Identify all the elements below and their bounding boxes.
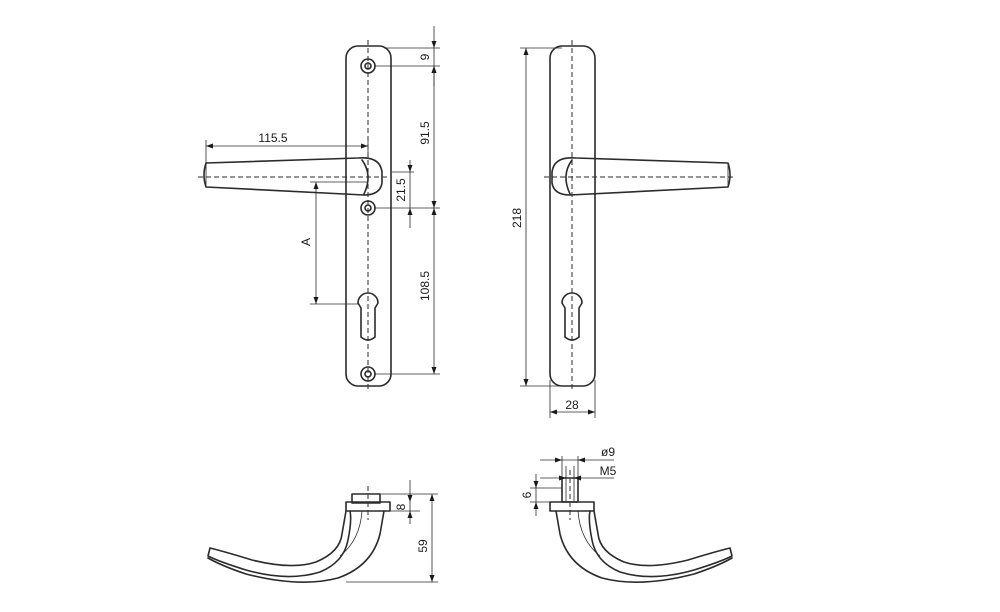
dim-screw-thread-label: M5 (600, 464, 617, 478)
side-cylinder-keyhole (561, 292, 583, 341)
dim-spindle-offset: 21.5 (394, 160, 413, 228)
dim-plate-height-label: 218 (510, 208, 524, 228)
front-view: 115.5 9 91.5 21.5 (198, 26, 440, 392)
dim-lever-length: 115.5 (205, 131, 369, 163)
dim-screw-offset: 6 (520, 474, 539, 516)
dim-top-hole-offset-label: 9 (418, 53, 432, 60)
front-lever-handle (198, 156, 390, 196)
dim-rose-height: 8 (394, 480, 413, 524)
dim-plate-height: 218 (510, 48, 529, 386)
profile-left-lever-outer (207, 510, 385, 583)
front-cylinder-keyhole (357, 292, 379, 341)
dim-screw-offset-label: 6 (520, 491, 534, 498)
profile-left: 8 59 (207, 480, 438, 583)
profile-left-spindle-stub (351, 493, 381, 504)
side-lever-handle (544, 156, 736, 196)
dim-spindle-diameter-label: ø9 (601, 445, 615, 459)
dim-keyhole-to-bottom-label: 108.5 (418, 271, 432, 301)
dim-plate-width: 28 (549, 380, 596, 418)
profile-right: ø9 M5 6 (520, 445, 733, 583)
dim-backset-label: A (299, 238, 313, 246)
dim-screw-thread: M5 (540, 464, 617, 481)
profile-right-lever (588, 510, 733, 578)
profile-left-lever (207, 510, 352, 578)
dim-plate-width-label: 28 (565, 398, 579, 412)
dim-spindle-diameter: ø9 (540, 445, 615, 463)
dim-backset: A (299, 181, 368, 305)
profile-right-rose (549, 501, 595, 512)
dim-keyhole-to-bottom: 108.5 (418, 208, 437, 374)
dim-lever-projection: 59 (416, 494, 435, 582)
dim-lever-length-label: 115.5 (258, 131, 287, 145)
dim-lever-to-spindle: 91.5 (418, 66, 437, 208)
dim-lever-to-spindle-label: 91.5 (418, 121, 432, 145)
side-view: 218 28 (510, 40, 736, 418)
dim-lever-projection-label: 59 (416, 539, 430, 553)
profile-right-lever-outer (555, 510, 733, 583)
dim-spindle-offset-label: 21.5 (394, 178, 408, 202)
dim-rose-height-label: 8 (394, 503, 408, 510)
